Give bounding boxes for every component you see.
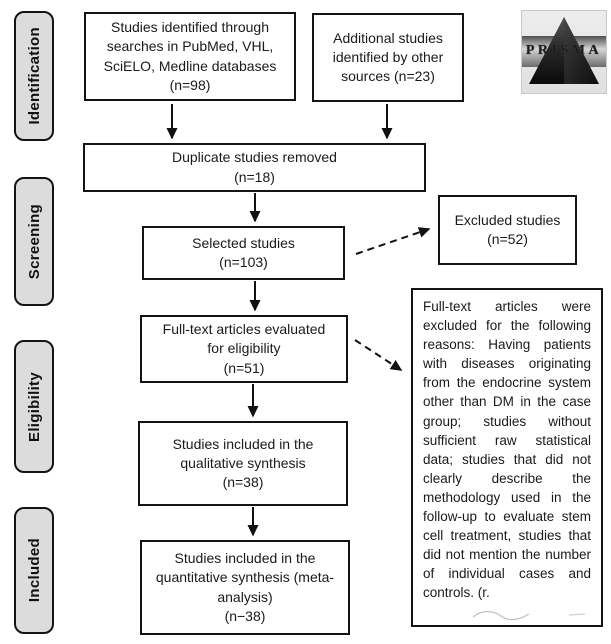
stage-label-text: Eligibility — [25, 371, 43, 442]
stage-label-included: Included — [14, 507, 54, 634]
box-qualitative-synthesis: Studies included in the qualitative synt… — [138, 421, 348, 506]
box-selected-studies: Selected studies (n=103) — [142, 226, 345, 280]
prisma-triangle-icon — [529, 17, 599, 84]
box-quantitative-synthesis: Studies included in the quantitative syn… — [140, 540, 350, 635]
watermark-squiggle — [472, 610, 586, 621]
stage-label-screening: Screening — [14, 177, 54, 306]
prisma-logo: PRISMA — [521, 10, 607, 94]
stage-label-text: Screening — [25, 203, 43, 280]
stage-label-eligibility: Eligibility — [14, 340, 54, 473]
box-additional-studies: Additional studies identified by other s… — [312, 13, 464, 102]
box-studies-identified: Studies identified through searches in P… — [84, 12, 296, 101]
exclusion-reasons-text: Full-text articles were excluded for the… — [423, 299, 591, 601]
box-excluded-studies: Excluded studies (n=52) — [438, 195, 577, 265]
box-duplicates-removed: Duplicate studies removed (n=18) — [83, 143, 426, 192]
box-exclusion-reasons: Full-text articles were excluded for the… — [411, 288, 603, 627]
arrow-selected-to-excluded — [355, 227, 431, 255]
stage-label-text: Included — [25, 538, 43, 603]
arrow-fulltext-to-reasons — [354, 339, 403, 371]
prisma-logo-text: PRISMA — [525, 43, 603, 58]
stage-label-text: Identification — [25, 27, 43, 125]
stage-label-identification: Identification — [14, 11, 54, 141]
box-fulltext-evaluated: Full-text articles evaluated for eligibi… — [140, 315, 348, 383]
